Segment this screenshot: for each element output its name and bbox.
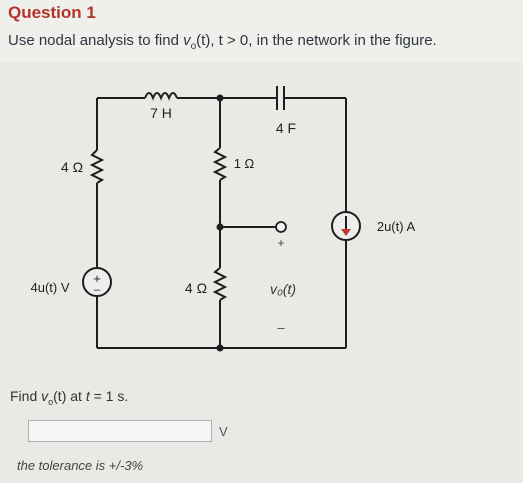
prompt-args: (t), t > 0 bbox=[196, 32, 249, 49]
resistor-mid bbox=[212, 147, 228, 181]
label-vsource: 4u(t) V bbox=[30, 280, 69, 295]
prompt-post: , in the network in the figure. bbox=[248, 32, 437, 49]
inductor bbox=[144, 92, 178, 101]
current-arrow bbox=[341, 229, 351, 236]
label-vo: v₀(t) bbox=[270, 281, 296, 297]
label-vo-plus: + bbox=[277, 236, 284, 250]
label-inductor: 7 H bbox=[150, 105, 172, 121]
find-t: t bbox=[85, 388, 90, 404]
label-r-bottom: 4 Ω bbox=[185, 280, 207, 296]
find-pre: Find bbox=[10, 388, 42, 404]
question-prompt: Use nodal analysis to find vo(t), t > 0,… bbox=[8, 32, 437, 52]
prompt-text: Use nodal analysis to find bbox=[8, 32, 184, 49]
vsource-plus: + bbox=[93, 271, 101, 286]
question-header bbox=[0, 0, 523, 62]
find-post: = 1 s. bbox=[89, 388, 129, 404]
find-prompt: Find vo(t) at t = 1 s. bbox=[10, 388, 128, 407]
tolerance-note: the tolerance is +/-3% bbox=[17, 458, 144, 473]
resistor-left bbox=[89, 149, 105, 184]
answer-input[interactable] bbox=[28, 420, 212, 442]
find-var: v bbox=[41, 388, 49, 404]
output-terminal bbox=[275, 221, 287, 233]
question-title: Question 1 bbox=[8, 3, 96, 22]
prompt-sub: o bbox=[190, 41, 197, 52]
label-vo-minus: – bbox=[277, 320, 285, 335]
label-r-left: 4 Ω bbox=[61, 159, 83, 175]
label-csource: 2u(t) A bbox=[377, 219, 416, 234]
prompt-var: v bbox=[183, 32, 191, 49]
resistor-bottom bbox=[212, 267, 228, 301]
label-r-mid: 1 Ω bbox=[234, 156, 255, 171]
circuit-diagram: 7 H 4 F 4 Ω 1 Ω 4 Ω 4u(t) V 2u(t) A v₀(t… bbox=[30, 86, 416, 352]
find-mid: (t) at bbox=[53, 388, 86, 404]
label-capacitor: 4 F bbox=[276, 120, 296, 136]
vsource-minus: – bbox=[94, 284, 101, 296]
answer-unit: V bbox=[219, 424, 228, 439]
find-sub: o bbox=[48, 396, 54, 407]
voltage-source bbox=[82, 267, 112, 297]
